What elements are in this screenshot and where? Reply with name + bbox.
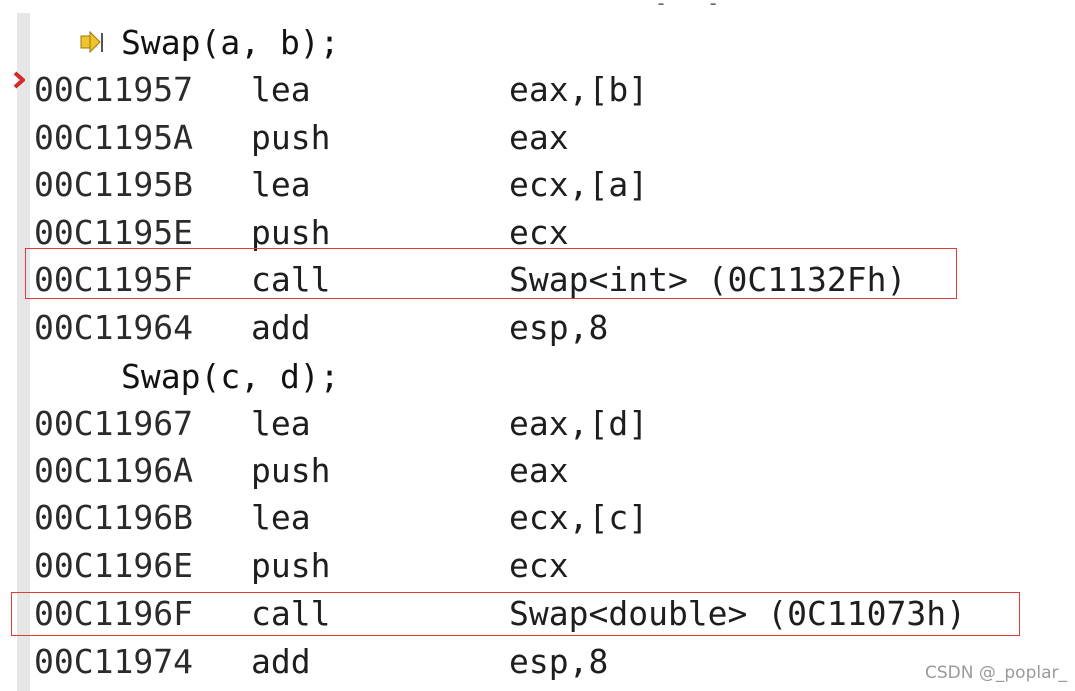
- asm-operand: eax: [509, 118, 569, 157]
- asm-mnemonic: add: [251, 642, 311, 681]
- asm-mnemonic: lea: [251, 404, 311, 443]
- header-fragment: - -: [655, 0, 734, 14]
- asm-row[interactable]: 00C1196A push eax: [0, 452, 1075, 490]
- asm-mnemonic: push: [251, 118, 331, 157]
- asm-mnemonic: add: [251, 308, 311, 347]
- asm-operand: ecx: [509, 213, 569, 252]
- asm-address: 00C1195E: [34, 213, 193, 252]
- asm-mnemonic: push: [251, 213, 331, 252]
- asm-row[interactable]: 00C1195F call Swap<int> (0C1132Fh): [0, 261, 1075, 299]
- asm-address: 00C11967: [34, 404, 193, 443]
- asm-mnemonic: call: [251, 594, 331, 633]
- asm-address: 00C11957: [34, 70, 193, 109]
- asm-operand: esp,8: [509, 642, 609, 681]
- asm-operand: Swap<double> (0C11073h): [509, 594, 966, 633]
- asm-operand: esp,8: [509, 308, 609, 347]
- asm-operand: Swap<int> (0C1132Fh): [509, 260, 907, 299]
- editor-gutter: [17, 13, 30, 691]
- asm-row[interactable]: 00C1195A push eax: [0, 119, 1075, 157]
- asm-address: 00C1196F: [34, 594, 193, 633]
- current-instruction-arrow-icon: [13, 71, 25, 89]
- asm-row[interactable]: 00C1196E push ecx: [0, 547, 1075, 585]
- asm-address: 00C1196E: [34, 546, 193, 585]
- call-highlight-box-1: [25, 248, 957, 299]
- asm-row[interactable]: 00C1195B lea ecx,[a]: [0, 166, 1075, 204]
- asm-row[interactable]: 00C11974 add esp,8: [0, 643, 1075, 681]
- asm-address: 00C11974: [34, 642, 193, 681]
- source-line-1: Swap(a, b);: [121, 23, 340, 62]
- asm-mnemonic: push: [251, 451, 331, 490]
- asm-row[interactable]: 00C11967 lea eax,[d]: [0, 405, 1075, 443]
- asm-operand: eax,[d]: [509, 404, 649, 443]
- step-into-icon[interactable]: [80, 30, 104, 56]
- asm-row[interactable]: 00C1196B lea ecx,[c]: [0, 499, 1075, 537]
- asm-address: 00C1195B: [34, 165, 193, 204]
- asm-operand: ecx: [509, 546, 569, 585]
- asm-address: 00C1195F: [34, 260, 193, 299]
- asm-row[interactable]: 00C11964 add esp,8: [0, 309, 1075, 347]
- asm-address: 00C1196B: [34, 498, 193, 537]
- asm-row[interactable]: 00C11957 lea eax,[b]: [0, 71, 1075, 109]
- watermark: CSDN @_poplar_: [925, 663, 1067, 683]
- call-highlight-box-2: [11, 592, 1020, 636]
- asm-address: 00C1195A: [34, 118, 193, 157]
- asm-address: 00C11964: [34, 308, 193, 347]
- asm-mnemonic: push: [251, 546, 331, 585]
- asm-mnemonic: lea: [251, 70, 311, 109]
- asm-mnemonic: lea: [251, 498, 311, 537]
- asm-mnemonic: call: [251, 260, 331, 299]
- asm-mnemonic: lea: [251, 165, 311, 204]
- asm-operand: eax,[b]: [509, 70, 649, 109]
- asm-row[interactable]: 00C1195E push ecx: [0, 214, 1075, 252]
- asm-row[interactable]: 00C1196F call Swap<double> (0C11073h): [0, 595, 1075, 633]
- asm-operand: ecx,[c]: [509, 498, 649, 537]
- asm-address: 00C1196A: [34, 451, 193, 490]
- source-line-2: Swap(c, d);: [121, 357, 340, 396]
- asm-operand: eax: [509, 451, 569, 490]
- asm-operand: ecx,[a]: [509, 165, 649, 204]
